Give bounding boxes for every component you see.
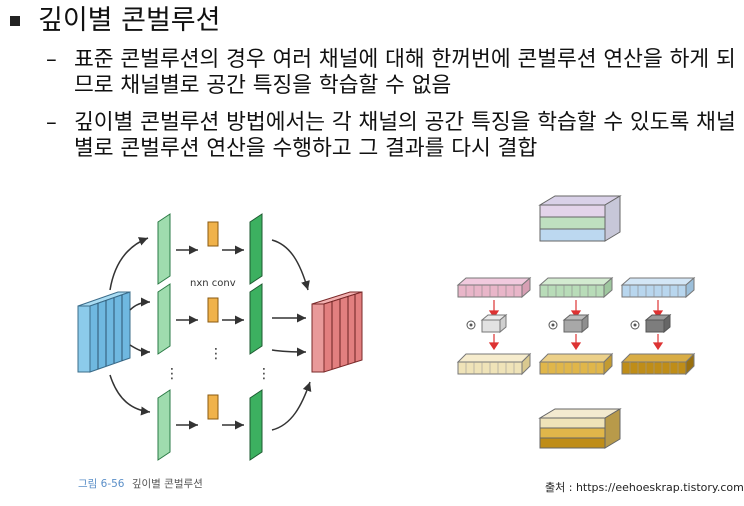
top-input-stack [538,195,622,242]
conv-output-slices [249,213,263,461]
source-credit: 출처 : https://eehoeskrap.tistory.com [545,481,744,494]
channel-slice-green [538,276,614,299]
figure-number: 그림 6-56 [78,478,125,490]
tensor-grid-diagram [456,195,696,449]
elementwise-product-icons [466,320,640,330]
output-slice-cream [456,352,532,376]
heading-text: 깊이별 콘벌루션 [38,5,221,36]
bullet-item-1: – 표준 콘벌루션의 경우 여러 채널에 대해 한꺼번에 콘벌루션 연산을 하게… [46,47,736,99]
channel-slices [157,213,171,461]
bullet-text-2: 깊이별 콘벌루션 방법에서는 각 채널의 공간 특징을 학습할 수 있도록 채널… [74,110,736,161]
heading-bullet: 깊이별 콘벌루션 [10,4,220,38]
svg-text:⋮: ⋮ [209,346,223,362]
dash-icon: – [46,110,57,135]
input-tensor-block [77,291,131,373]
conv-label: nxn conv [190,278,236,289]
output-slice-gold [538,352,614,376]
combined-output-stack [538,408,622,449]
figure-caption-text: 깊이별 콘벌루션 [131,478,203,490]
channel-slice-pink [456,276,532,299]
bullet-text-1: 표준 콘벌루션의 경우 여러 채널에 대해 한꺼번에 콘벌루션 연산을 하게 되… [74,47,736,98]
dash-icon: – [46,47,57,72]
depthwise-kernels [480,313,672,334]
svg-text:⋮: ⋮ [165,366,179,382]
channel-slice-blue [620,276,696,299]
figure-caption: 그림 6-56 깊이별 콘벌루션 [78,476,203,491]
output-slice-darkgold [620,352,696,376]
output-tensor-block [311,291,363,373]
square-bullet-icon [10,16,20,26]
kernel-icons [207,221,219,420]
svg-text:⋮: ⋮ [257,366,271,382]
bullet-item-2: – 깊이별 콘벌루션 방법에서는 각 채널의 공간 특징을 학습할 수 있도록 … [46,110,736,162]
